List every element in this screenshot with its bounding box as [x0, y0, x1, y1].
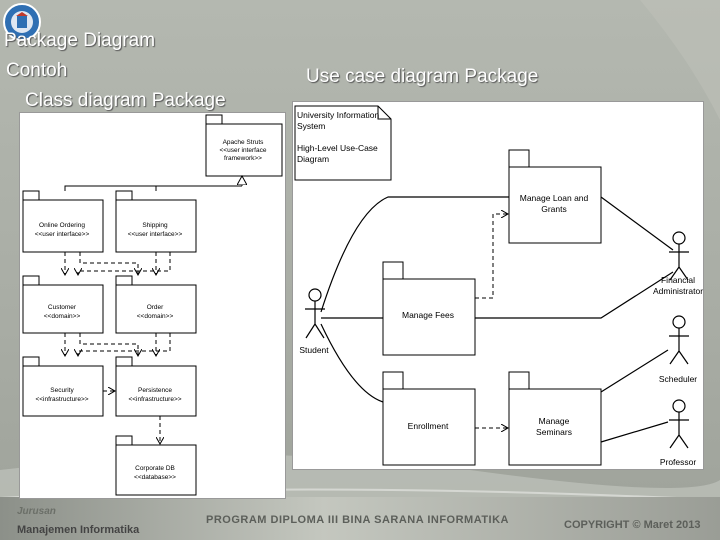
financial-administrator-actor — [669, 231, 689, 281]
online-ordering-package — [22, 199, 104, 253]
class-package-diagram-panel — [19, 112, 286, 499]
use-case-package-diagram-panel — [292, 101, 704, 470]
apache-package-label: Apache Struts <<user interface framework… — [219, 139, 267, 162]
use-case-package-diagram — [294, 105, 689, 466]
manage-seminars-label: Manage Seminars — [536, 416, 572, 437]
professor-label: Professor — [659, 457, 697, 467]
footer-copyright: COPYRIGHT © Maret 2013 — [564, 519, 701, 531]
student-actor — [305, 288, 325, 339]
footer-program: PROGRAM DIPLOMA III BINA SARANA INFORMAT… — [206, 514, 510, 526]
apache-package-body — [205, 123, 283, 177]
manage-fees-package — [382, 278, 476, 356]
customer-package — [22, 284, 104, 334]
footer-band — [0, 497, 720, 540]
diagram-note — [294, 105, 392, 181]
class-package-diagram — [22, 114, 283, 496]
manage-loan-package — [508, 166, 602, 244]
corporate-db-label: Corporate DB <<database>> — [134, 465, 176, 481]
manage-seminars-package — [508, 388, 602, 466]
financial-administrator-label: Financial Administrator — [652, 275, 704, 296]
slide-title: Package Diagram — [4, 30, 156, 51]
scheduler-label: Scheduler — [658, 374, 698, 384]
student-label: Student — [299, 345, 329, 355]
bsi-logo-icon — [3, 3, 41, 41]
security-label: Security <<infrastructure>> — [35, 387, 89, 403]
apache-package-tab — [205, 114, 223, 125]
class-diagram-caption: Class diagram Package — [25, 90, 226, 111]
security-package — [22, 365, 104, 417]
persistence-label: Persistence <<infrastructure>> — [128, 387, 182, 403]
corporate-db-package — [115, 444, 197, 496]
persistence-package — [115, 365, 197, 417]
manage-loan-label: Manage Loan and Grants — [519, 193, 589, 214]
slide-subtitle: Contoh — [6, 60, 68, 81]
shipping-package — [115, 199, 197, 253]
use-case-diagram-caption: Use case diagram Package — [306, 66, 539, 87]
shipping-label: Shipping <<user interface>> — [127, 222, 183, 238]
professor-actor — [669, 399, 689, 449]
online-ordering-label: Online Ordering <<user interface>> — [34, 222, 90, 238]
customer-label: Customer <<domain>> — [43, 304, 81, 320]
note-text: University Information System High-Level… — [297, 110, 380, 164]
enrollment-package — [382, 388, 476, 466]
enrollment-label: Enrollment — [407, 421, 449, 431]
scheduler-actor — [669, 315, 689, 365]
footer-department-top: Jurusan — [17, 506, 56, 517]
order-label: Order <<domain>> — [136, 304, 174, 320]
order-package — [115, 284, 197, 334]
manage-fees-label: Manage Fees — [402, 310, 454, 320]
footer-department-bottom: Manajemen Informatika — [17, 524, 140, 536]
